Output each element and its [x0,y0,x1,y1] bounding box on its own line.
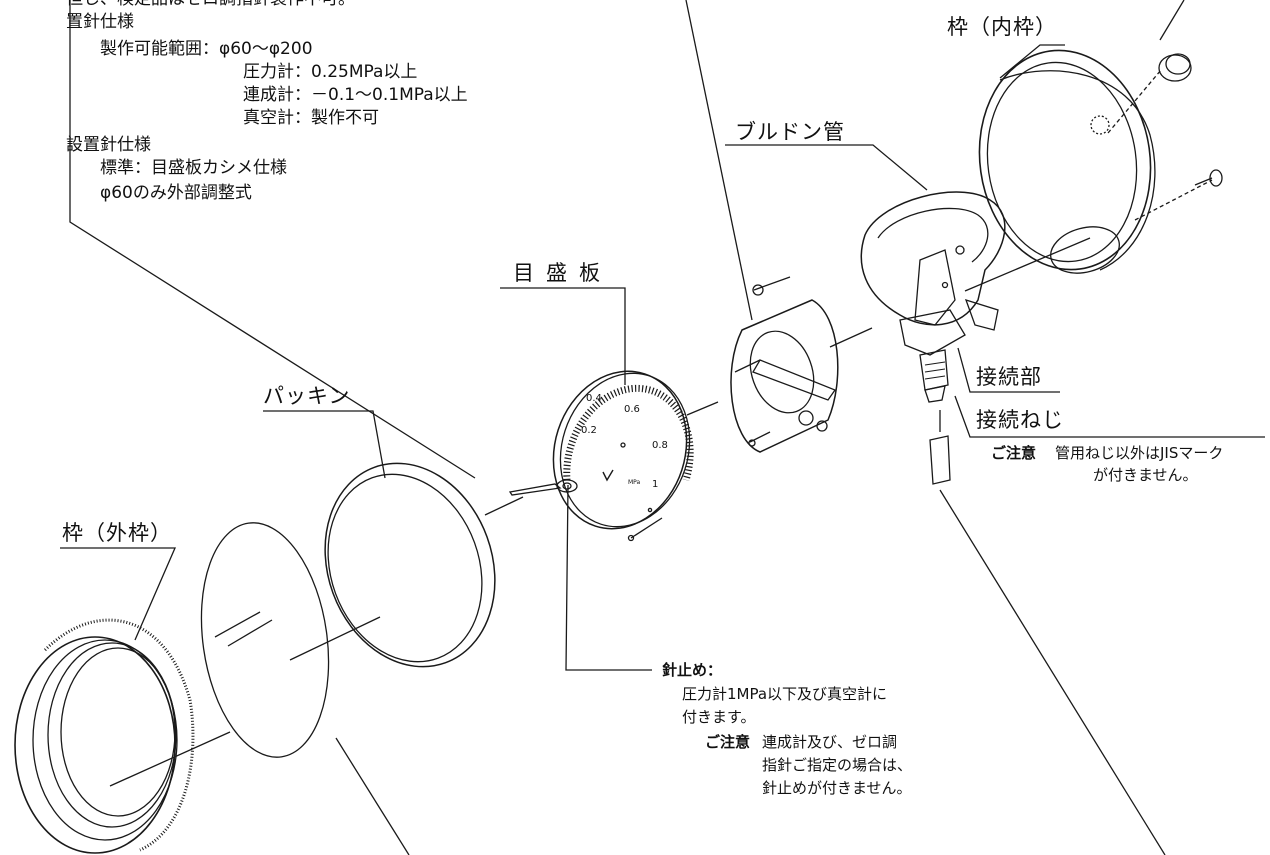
note-line: 設置針仕様 [66,135,151,155]
leader-packing [263,410,386,479]
caution-connection-line: 管用ねじ以外はJISマーク [1055,444,1224,462]
cap-part [1158,53,1192,82]
dial-part [552,370,694,542]
note-line: 但し、検定品はゼロ調指針製作不可。 [66,0,355,10]
inner-frame-label: 枠（内枠） [947,15,1057,39]
pointer-stop-line: 圧力計1MPa以下及び真空計に [682,685,888,703]
screw-right-part [1194,169,1223,187]
socket-plug-part [929,435,951,485]
pointer-stop-caution-line: 針止めが付きません。 [762,779,912,797]
note-line: φ60のみ外部調整式 [100,183,252,203]
leader-pointer-stop [565,484,652,671]
movement-part [730,276,839,453]
leader-dial [500,287,626,385]
pointer-stop-caution-line: 指針ご指定の場合は、 [762,756,913,774]
inner-frame-part [978,49,1156,274]
glass-part [200,522,330,758]
leader-connection-screw [954,395,1265,438]
dial-tick-label: 1 [652,479,659,490]
leader-bottom-left [335,737,410,855]
dial-tick-label: 0.6 [624,404,640,415]
dial-unit-label: MPa [628,479,641,486]
pointer-stop-caution-title: ご注意 [705,733,751,751]
caution-connection-title: ご注意 [991,444,1037,462]
pointer-stop-caution-line: 連成計及び、ゼロ調 [762,733,898,751]
connection-label: 接続部 [976,365,1042,389]
bourdon-tube-label: ブルドン管 [735,120,845,144]
leader-bottom-right [939,489,1166,855]
note-line: 置針仕様 [66,12,134,32]
packing-label: パッキン [263,384,351,408]
dial-tick-label: 0.4 [586,393,602,404]
bourdon-part [860,191,1006,403]
note-line: 連成計：－0.1～0.1MPa以上 [243,85,468,105]
leader-movement-top [685,0,753,321]
leader-connection [957,347,1060,393]
note-line: 圧力計：0.25MPa以上 [243,62,418,82]
connection-screw-label: 接続ねじ [976,408,1064,432]
outer-frame-part [14,618,195,854]
outer-frame-label: 枠（外枠） [62,521,172,545]
caution-connection-line: が付きません。 [1093,466,1198,484]
assembly-axis [109,69,1213,787]
packing-part [324,462,496,668]
dial-tick-label: 0.2 [581,425,597,436]
dial-tick-label: 0.8 [652,440,668,451]
leader-inner-frame [999,44,1065,79]
leader-bourdon [725,144,928,191]
pointer-stop-title: 針止め： [662,661,723,679]
pointer-stop-line: 付きます。 [682,708,756,726]
note-line: 製作可能範囲：φ60～φ200 [100,39,313,59]
leader-cap-top [1159,0,1185,41]
dial-plate-label: 目盛板 [513,261,612,285]
note-line: 標準：目盛板カシメ仕様 [100,158,287,178]
note-bracket-line [69,0,476,479]
note-line: 真空計：製作不可 [243,108,379,128]
leader-outer-frame [60,547,176,641]
